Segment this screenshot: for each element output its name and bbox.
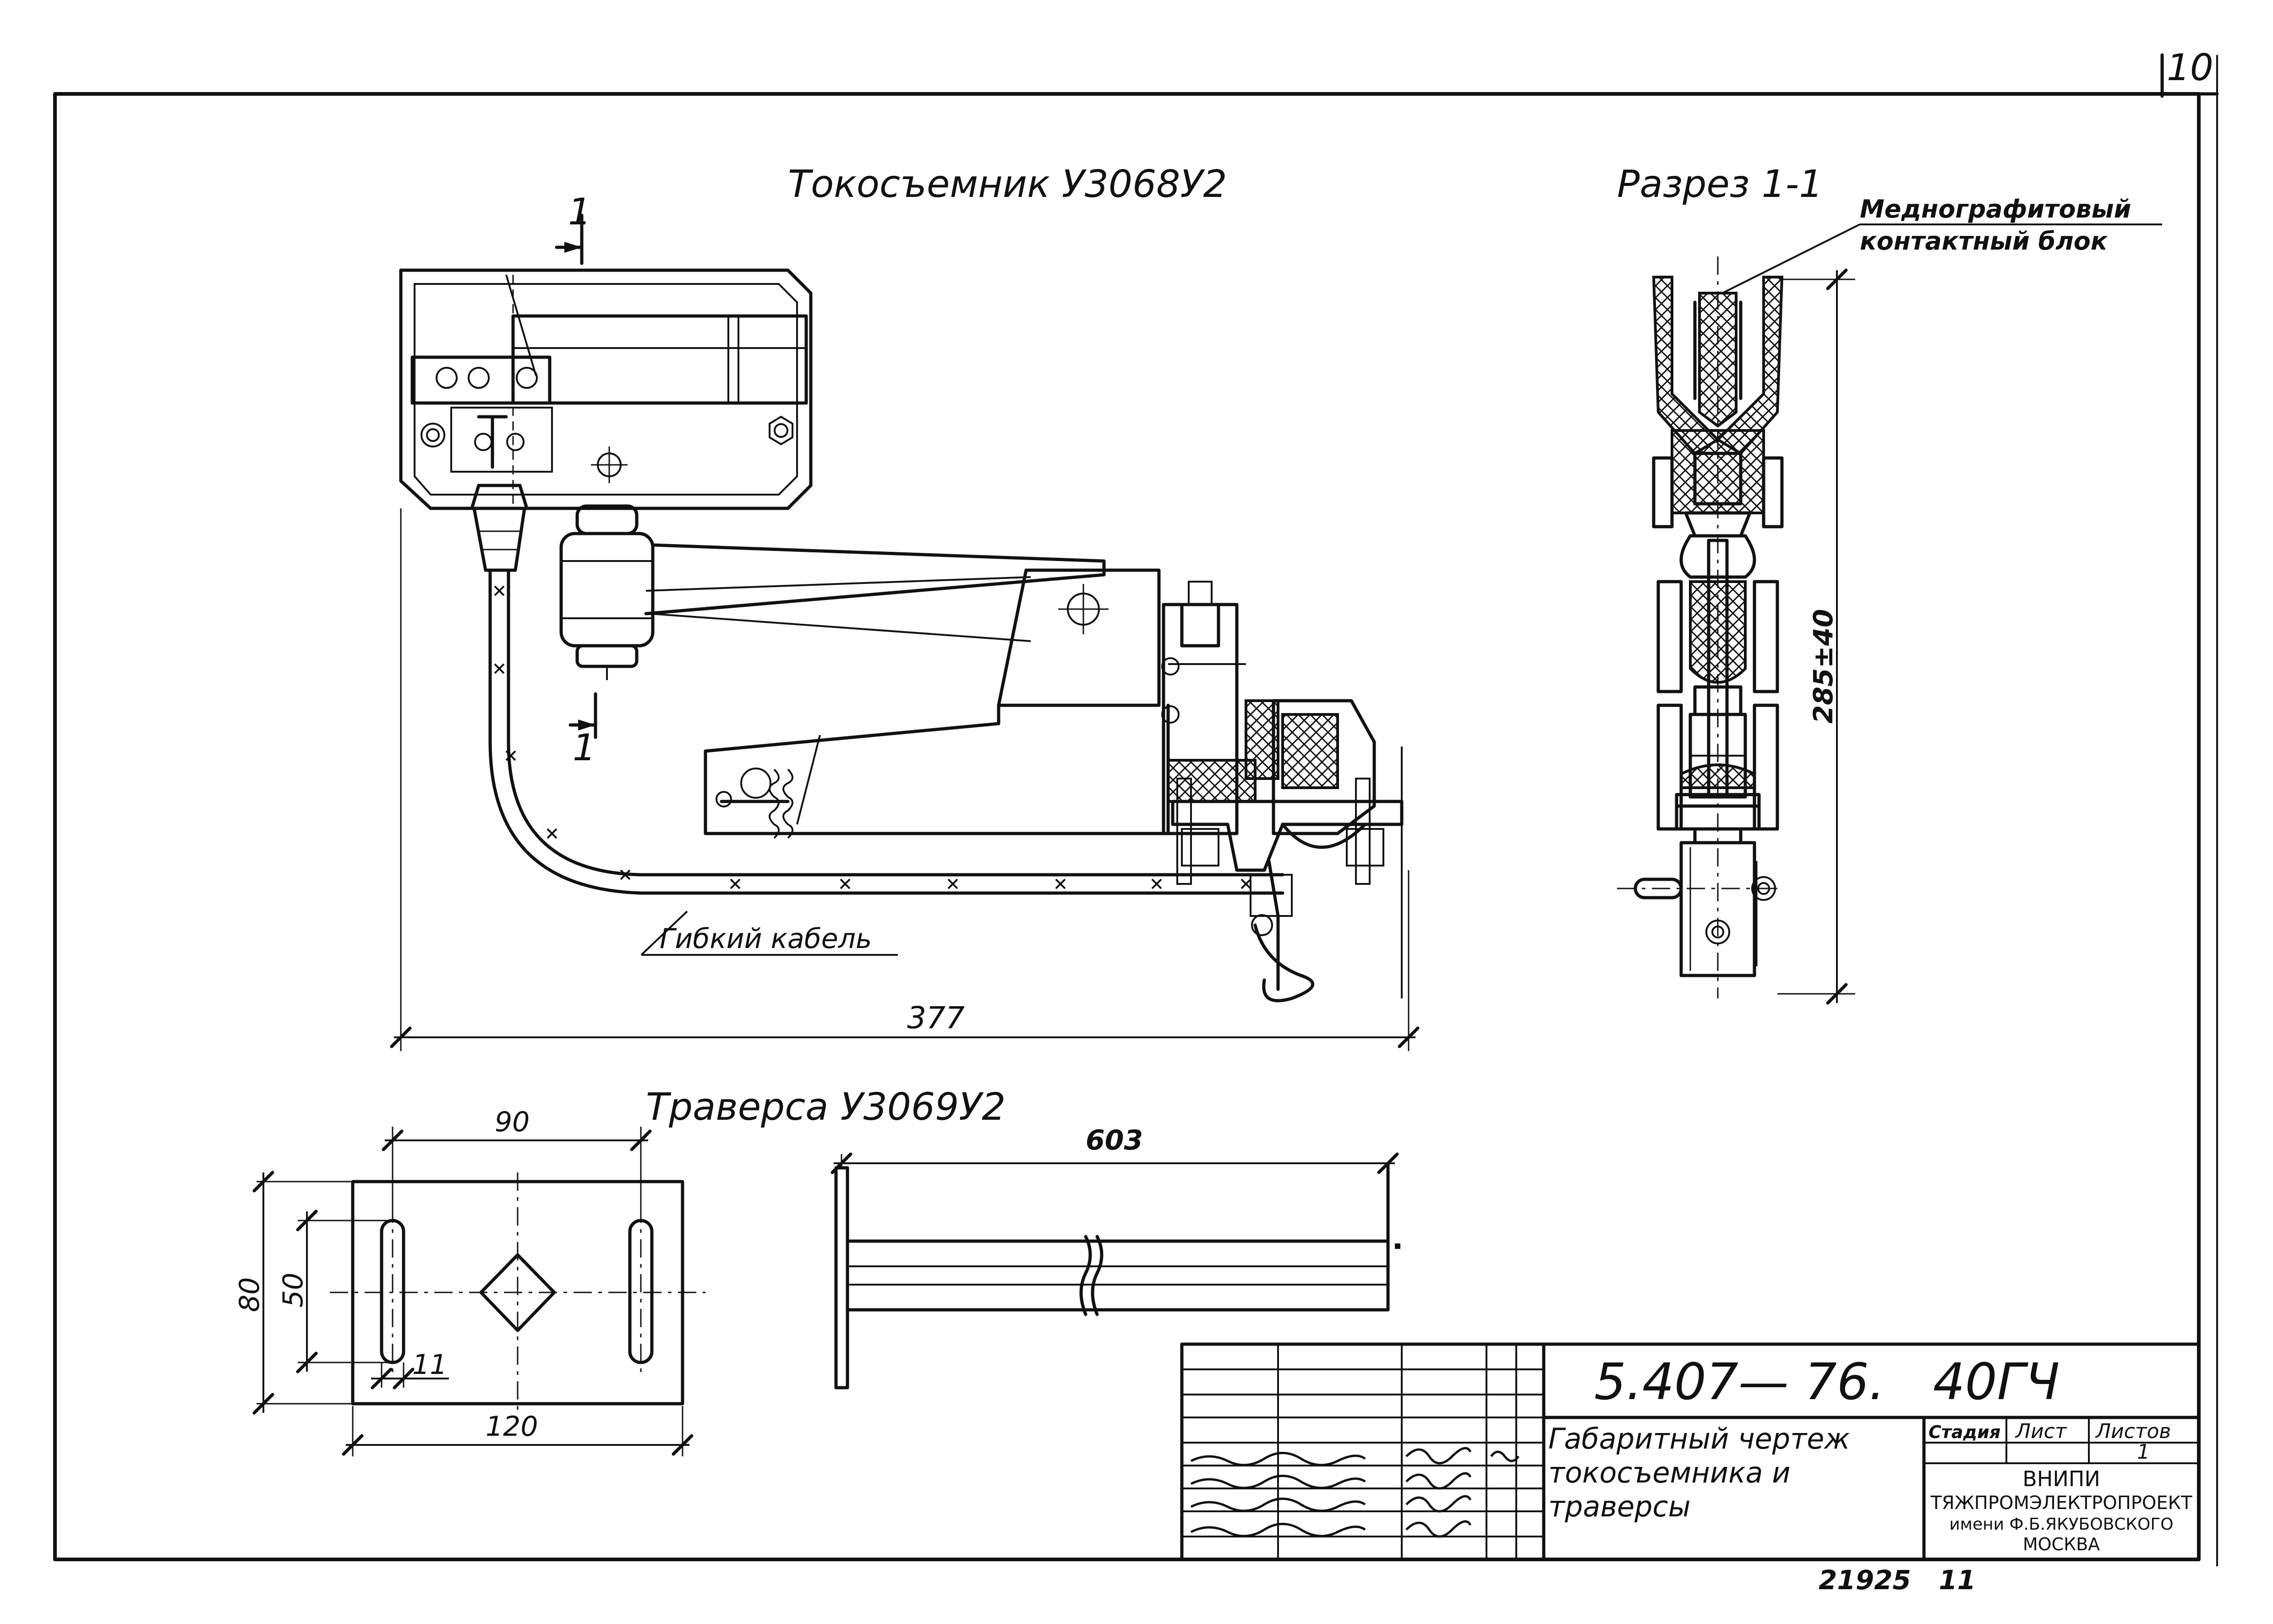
section-title: Разрез 1-1 bbox=[1617, 163, 1823, 206]
contact-block-label-line2: контактный блок bbox=[1860, 227, 2108, 256]
bottom-stamp: 21925 11 bbox=[1819, 1564, 1976, 1596]
title-block bbox=[1180, 1342, 2201, 1561]
collector-section-mark-top: 1 bbox=[568, 191, 591, 233]
org-line-2: ТЯЖПРОМЭЛЕКТРОПРОЕКТ bbox=[1930, 1493, 2192, 1514]
traverse-plate-width-dimension: 120 bbox=[486, 1411, 538, 1443]
traverse-length-dimension: 603 bbox=[1086, 1124, 1143, 1156]
collector-section-mark-bottom: 1 bbox=[573, 726, 596, 769]
sheet-frame bbox=[53, 53, 2219, 1566]
traverse-title: Траверса У3069У2 bbox=[646, 1085, 1005, 1129]
org-line-1: ВНИПИ bbox=[2022, 1466, 2100, 1491]
section-view bbox=[1617, 223, 2162, 1005]
sheet-corner-number: 10 bbox=[2167, 46, 2213, 89]
sheets-column-header: Листов bbox=[2095, 1420, 2171, 1443]
drawing-title: Габаритный чертеж токосъемника и траверс… bbox=[1548, 1422, 1850, 1523]
traverse-hole-spacing-dimension: 90 bbox=[495, 1106, 530, 1138]
signature-scribbles bbox=[1190, 1447, 1519, 1538]
document-number: 5.407— 76. 40ГЧ bbox=[1594, 1352, 2060, 1411]
org-line-4: МОСКВА bbox=[2023, 1534, 2100, 1554]
traverse-slot-length-dimension: 50 bbox=[277, 1273, 309, 1308]
sheet-column-header: Лист bbox=[2015, 1420, 2067, 1443]
traverse-slot-width-dimension: 11 bbox=[412, 1349, 447, 1381]
org-line-3: имени Ф.Б.ЯКУБОВСКОГО bbox=[1949, 1515, 2173, 1534]
section-height-dimension: 285±40 bbox=[1808, 609, 1839, 724]
contact-block-label-line1: Меднографитовый bbox=[1860, 195, 2131, 223]
collector-view bbox=[390, 213, 1420, 1051]
drawing-title-container: Габаритный чертеж токосъемника и траверс… bbox=[1548, 1422, 1850, 1523]
traverse-side-view bbox=[831, 1152, 1400, 1390]
stage-column-header: Стадия bbox=[1929, 1422, 2000, 1442]
sheets-total: 1 bbox=[2137, 1440, 2150, 1464]
collector-width-dimension: 377 bbox=[907, 1000, 965, 1035]
traverse-plate-view bbox=[252, 1127, 705, 1456]
traverse-plate-height-dimension: 80 bbox=[234, 1277, 266, 1312]
cable-label: Гибкий кабель bbox=[660, 923, 872, 955]
collector-title: Токосъемник У3068У2 bbox=[788, 163, 1227, 206]
